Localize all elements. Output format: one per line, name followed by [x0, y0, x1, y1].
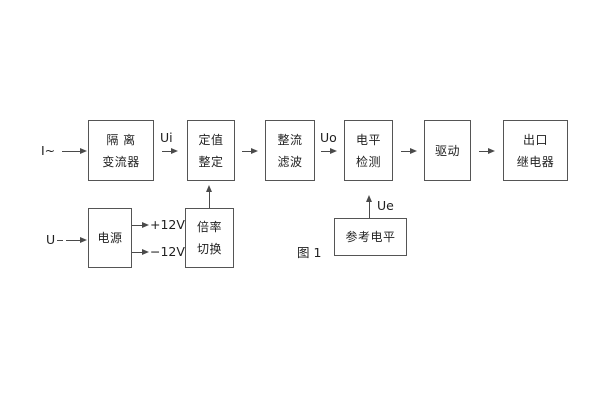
block-setting: 定值 整定 [187, 120, 235, 181]
block-label: 出口 [522, 132, 548, 147]
arrow-up-icon [206, 185, 212, 192]
arrow-dash [57, 240, 63, 241]
arrow-shaft [162, 151, 171, 152]
block-label: 切换 [196, 242, 222, 256]
arrow-shaft [479, 151, 488, 152]
block-label: 整定 [198, 154, 224, 169]
input-voltage-label: U [46, 232, 56, 247]
arrow-shaft [62, 151, 80, 152]
block-rectifier-filter: 整流 滤波 [265, 120, 315, 181]
block-label: 继电器 [516, 154, 555, 169]
arrow-right-icon [251, 148, 258, 154]
arrow-shaft [209, 192, 210, 208]
figure-caption: 图 1 [297, 245, 322, 260]
block-label: 电源 [97, 231, 123, 245]
block-label: 整流 [277, 132, 303, 147]
block-label: 驱动 [434, 143, 460, 158]
arrow-right-icon [80, 148, 87, 154]
arrow-shaft [401, 151, 410, 152]
arrow-shaft [132, 252, 142, 253]
arrow-right-icon [171, 148, 178, 154]
plus-12v-label: +12V [150, 217, 185, 232]
block-reference-level: 参考电平 [334, 218, 407, 256]
arrow-shaft [321, 151, 330, 152]
block-label: 参考电平 [345, 230, 396, 244]
minus-12v-label: −12V [150, 244, 185, 259]
block-ratio-switch: 倍率 切换 [185, 208, 234, 268]
block-level-detect: 电平 检测 [344, 120, 393, 181]
signal-ui-label: Ui [160, 130, 173, 145]
arrow-right-icon [142, 222, 149, 228]
arrow-shaft [369, 202, 370, 218]
block-label: 隔 离 [106, 132, 136, 147]
block-drive: 驱动 [424, 120, 471, 181]
block-label: 电平 [355, 132, 381, 147]
arrow-right-icon [488, 148, 495, 154]
arrow-shaft [66, 240, 80, 241]
block-output-relay: 出口 继电器 [503, 120, 568, 181]
block-label: 检测 [355, 154, 381, 169]
arrow-shaft [242, 151, 251, 152]
arrow-shaft [132, 225, 142, 226]
arrow-right-icon [410, 148, 417, 154]
block-isolation-transformer: 隔 离 变流器 [88, 120, 154, 181]
block-label: 倍率 [196, 220, 222, 234]
arrow-right-icon [80, 237, 87, 243]
block-label: 变流器 [102, 154, 140, 169]
arrow-up-icon [366, 195, 372, 202]
signal-uo-label: Uo [320, 130, 337, 145]
input-current-label: I~ [41, 143, 56, 158]
block-label: 滤波 [277, 154, 303, 169]
signal-ue-label: Ue [377, 198, 394, 213]
block-power-supply: 电源 [88, 208, 132, 268]
arrow-right-icon [142, 249, 149, 255]
block-label: 定值 [198, 132, 224, 147]
arrow-right-icon [330, 148, 337, 154]
